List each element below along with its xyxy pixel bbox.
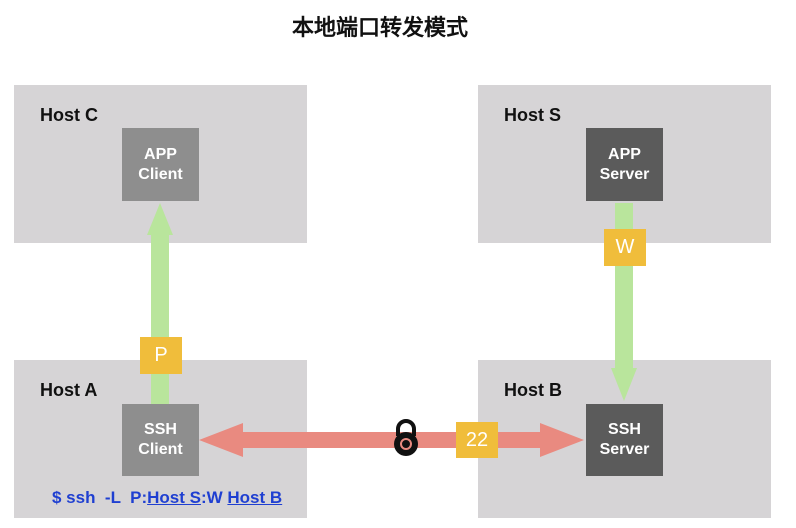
host-c-label: Host C <box>40 105 98 125</box>
app-client-box: APP Client <box>122 128 199 201</box>
port-p-badge: P <box>140 337 182 374</box>
port-w-badge: W <box>604 229 646 266</box>
ssh-command-prefix: $ ssh -L P: <box>52 488 148 507</box>
ssh-command: $ ssh -L P:Host S:W Host B <box>52 488 282 508</box>
port-22-badge: 22 <box>456 422 498 458</box>
ssh-command-sep: :W <box>200 488 228 507</box>
ssh-server-box: SSH Server <box>586 404 663 476</box>
ssh-command-host-s: Host S <box>147 488 201 507</box>
ssh-client-line2: Client <box>138 441 183 458</box>
host-s-label: Host S <box>504 105 562 125</box>
app-server-box: APP Server <box>586 128 663 201</box>
ssh-client-box: SSH Client <box>122 404 199 476</box>
ssh-client-line1: SSH <box>144 421 177 438</box>
app-server-line2: Server <box>599 165 650 183</box>
app-client-line2: Client <box>138 165 183 183</box>
ssh-server-line1: SSH <box>608 421 641 438</box>
host-s-panel: Host S APP Server <box>478 85 771 243</box>
app-server-line1: APP <box>608 145 641 163</box>
host-b-label: Host B <box>504 380 562 400</box>
red-tunnel-arrow <box>199 423 584 457</box>
diagram-title: 本地端口转发模式 <box>291 16 468 41</box>
padlock-icon <box>394 419 418 456</box>
host-a-label: Host A <box>40 380 98 400</box>
ssh-command-host-b: Host B <box>227 488 283 507</box>
host-c-panel: Host C APP Client <box>14 85 307 243</box>
ssh-server-line2: Server <box>599 441 650 458</box>
app-client-line1: APP <box>144 145 177 163</box>
